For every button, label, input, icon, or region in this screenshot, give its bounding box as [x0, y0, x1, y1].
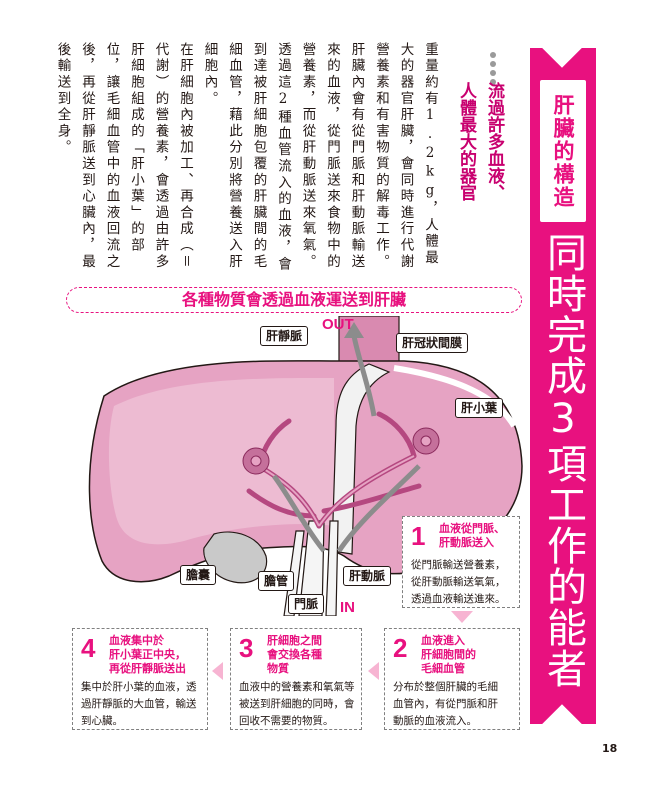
step-title: 血液進入 肝細胞間的 毛細血管 — [421, 634, 476, 675]
step-text: 從門脈輸送營養素， 從肝動脈輸送氧氣， 透過血液輸送進來。 — [411, 559, 506, 605]
body-paragraph: 肝臟內會有從門脈和肝動脈輸送來的血液，從門脈送來食物中的營養素，而從肝動脈送來氧… — [299, 42, 365, 271]
step-number: 1 — [411, 521, 426, 551]
section-heading-line1: 流過許多血液、 — [484, 82, 504, 201]
ligament-edge — [393, 365, 517, 428]
label-gallbladder: 膽囊 — [180, 565, 217, 585]
body-paragraph: 透過這2種血管流入的血液，會到達被肝細胞包覆的肝臟間的毛細血管，藉此分別將營養送… — [201, 42, 292, 273]
out-arrow-head — [344, 322, 364, 338]
step-number: 2 — [393, 633, 408, 663]
section-heading: 流過許多血液、 人體最大的器官 — [448, 82, 508, 232]
label-portal-vein: 門脈 — [288, 594, 325, 614]
label-in: IN — [340, 599, 355, 616]
step-title: 血液從門脈、 肝動脈送入 — [439, 522, 505, 549]
step-3-box: 3 肝細胞之間 會交換各種 物質 血液中的營養素和氧氣等 被送到肝細胞的同時，會… — [230, 628, 362, 730]
dots-ornament — [490, 52, 496, 88]
step-4-box: 4 血液集中於 肝小葉正中央， 再從肝靜脈送出 集中於肝小葉的血液，透 過肝靜脈… — [72, 628, 208, 730]
lobule-right — [412, 427, 440, 455]
body-text: 重量約有1.2kg，人體最大的器官肝臟，會同時進行代謝營養素和有害物質的解毒工作… — [55, 42, 442, 282]
label-bile-duct: 膽管 — [258, 571, 295, 591]
label-hepatic-vein: 肝靜脈 — [260, 326, 309, 346]
step-title: 血液集中於 肝小葉正中央， 再從肝靜脈送出 — [109, 634, 186, 675]
label-out: OUT — [322, 316, 354, 333]
section-heading-line2: 人體最大的器官 — [456, 82, 476, 201]
banner-subtitle: 肝臟的構造 — [540, 80, 586, 222]
step-text: 血液中的營養素和氧氣等 被送到肝細胞的同時，會 回收不需要的物質。 — [239, 681, 355, 727]
hepatic-artery-shape — [325, 520, 339, 616]
label-hepatic-artery: 肝動脈 — [343, 566, 392, 586]
body-paragraph: 在肝細胞內被加工、再合成（＝代謝）的營養素，會透過由許多肝細胞組成的「肝小葉」的… — [54, 42, 194, 271]
arrow-down-icon — [451, 611, 473, 623]
step-1-box: 1 血液從門脈、 肝動脈送入 從門脈輸送營養素， 從肝動脈輸送氧氣， 透過血液輸… — [402, 516, 520, 608]
label-lobule: 肝小葉 — [455, 398, 504, 418]
label-coronary-ligament: 肝冠狀間膜 — [396, 333, 469, 353]
lobule-left — [242, 447, 270, 475]
diagram-heading: 各種物質會透過血液運送到肝臟 — [66, 287, 522, 313]
liver-highlight — [108, 377, 335, 545]
step-number: 3 — [239, 633, 254, 663]
page-title: 同時完成3項工作的能者 — [540, 232, 586, 689]
arrow-left-icon — [368, 662, 379, 680]
vessel-highlights — [258, 455, 415, 527]
step-text: 分布於整個肝臟的毛細 血管內，有從門脈和肝 動脈的血液流入。 — [393, 681, 498, 727]
body-paragraph: 重量約有1.2kg，人體最大的器官肝臟，會同時進行代謝營養素和有害物質的解毒工作… — [373, 42, 438, 271]
step-title: 肝細胞之間 會交換各種 物質 — [267, 634, 322, 675]
step-text: 集中於肝小葉的血液，透 過肝靜脈的大血管，輸送 到心臟。 — [81, 681, 197, 727]
page-number: 18 — [602, 742, 618, 755]
diamond-ornament — [542, 28, 582, 68]
flow-arrows — [271, 335, 421, 553]
diamond-ornament — [542, 704, 582, 744]
arrow-left-icon — [212, 662, 223, 680]
step-number: 4 — [81, 633, 96, 663]
step-2-box: 2 血液進入 肝細胞間的 毛細血管 分布於整個肝臟的毛細 血管內，有從門脈和肝 … — [384, 628, 520, 730]
